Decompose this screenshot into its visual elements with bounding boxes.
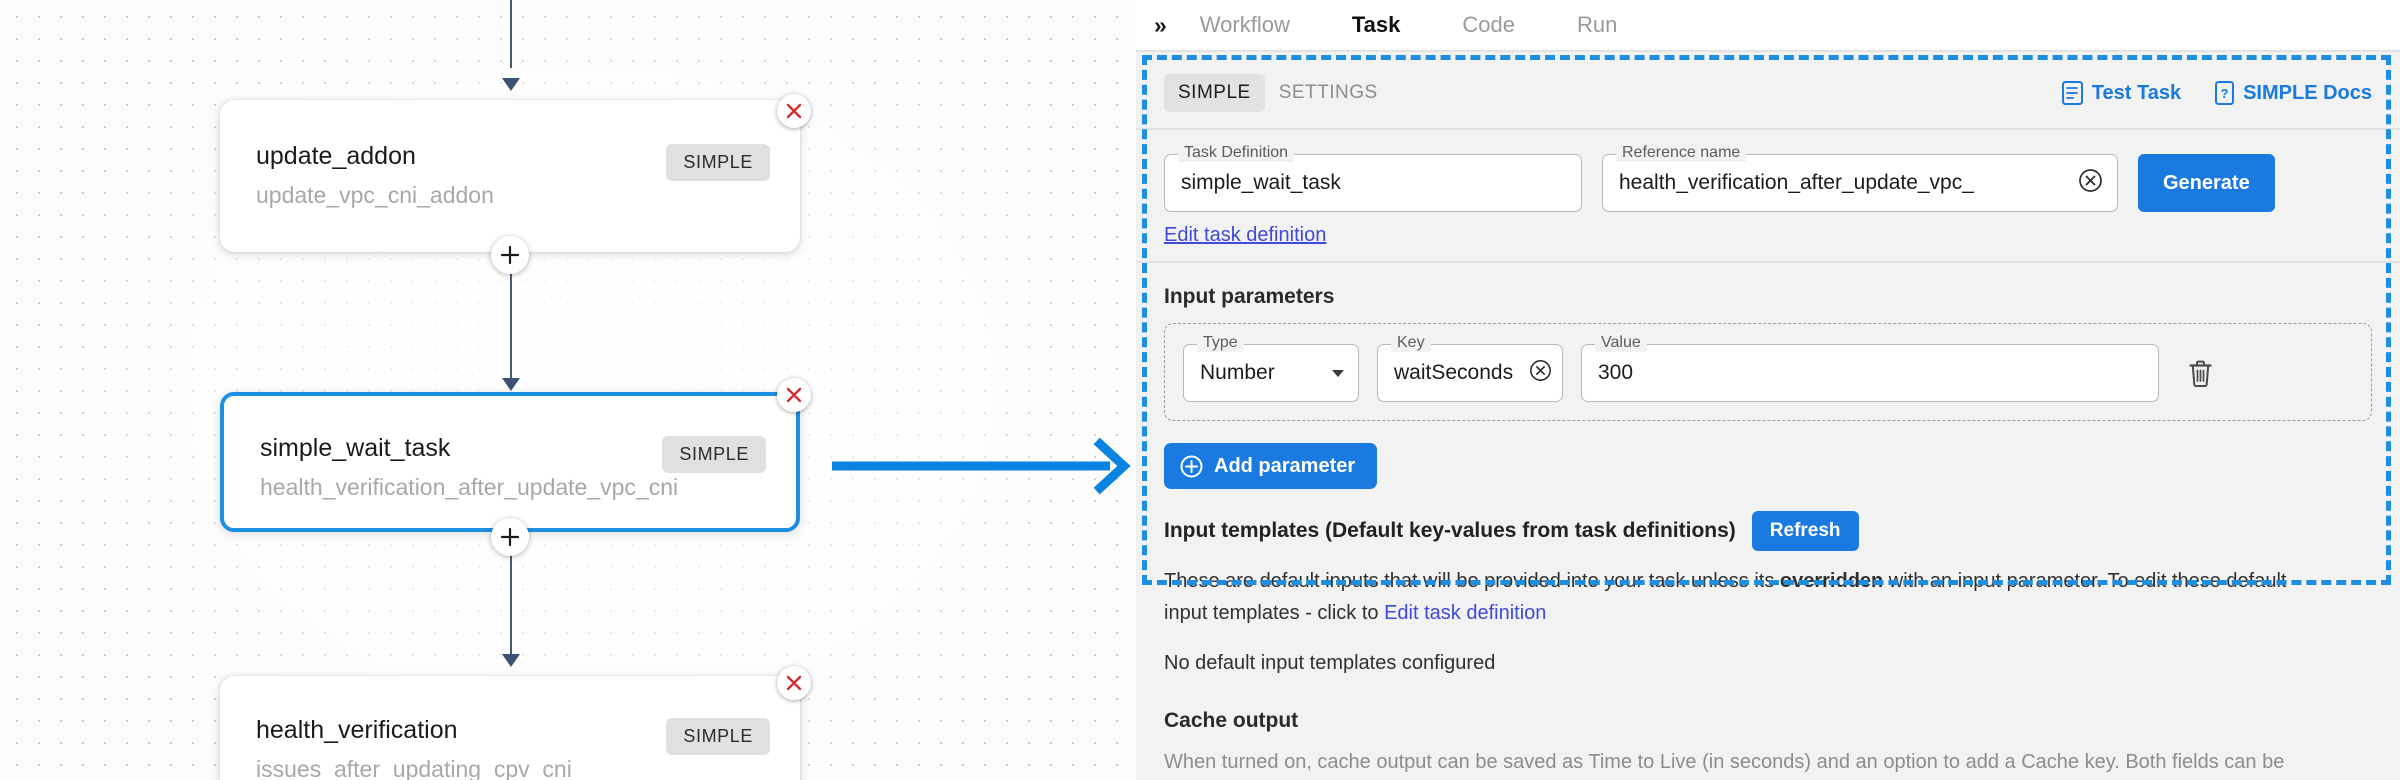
workflow-node-update-addon[interactable]: update_addon update_vpc_cni_addon SIMPLE [220, 100, 800, 252]
close-icon [786, 675, 802, 691]
node-subtitle: issues_after_updating_cpv_cni [256, 755, 572, 780]
task-identity-row: Task Definition simple_wait_task Referen… [1136, 130, 2400, 212]
add-parameter-label: Add parameter [1214, 454, 1356, 477]
connector-line-top [510, 0, 512, 68]
delete-node-button[interactable] [777, 378, 811, 412]
subtab-simple[interactable]: SIMPLE [1164, 74, 1265, 112]
plus-icon [500, 527, 520, 547]
task-definition-value: simple_wait_task [1181, 171, 1341, 194]
connector-line-2-3 [510, 534, 512, 656]
templates-desc-part-1: These are default inputs that will be pr… [1164, 570, 1780, 592]
connector-arrow-top [502, 78, 520, 91]
test-task-label: Test Task [2091, 81, 2182, 104]
svg-text:?: ? [2221, 86, 2229, 101]
tab-workflow[interactable]: Workflow [1199, 12, 1290, 37]
clear-circle-icon [1530, 360, 1551, 381]
parameter-key-field[interactable]: Key waitSeconds [1377, 334, 1563, 402]
reference-name-value: health_verification_after_update_vpc_ [1619, 171, 1974, 194]
panel-scrollbar[interactable] [2390, 104, 2400, 780]
workflow-node-simple-wait-task[interactable]: simple_wait_task health_verification_aft… [220, 392, 800, 532]
task-header-actions: Test Task ? SIMPLE Docs [2028, 81, 2400, 105]
workflow-canvas[interactable]: update_addon update_vpc_cni_addon SIMPLE… [0, 0, 1136, 780]
node-type-badge: SIMPLE [666, 718, 770, 755]
node-title: health_verification [256, 716, 458, 744]
clear-circle-icon [2079, 169, 2102, 192]
input-templates-title: Input templates (Default key-values from… [1164, 519, 1736, 542]
tab-run[interactable]: Run [1576, 12, 1618, 37]
parameter-key-label: Key [1391, 334, 1431, 352]
cache-output-description: When turned on, cache output can be save… [1164, 750, 2285, 773]
test-task-button[interactable]: Test Task [2061, 81, 2182, 105]
connector-line-1-2 [510, 252, 512, 380]
refresh-templates-button[interactable]: Refresh [1751, 511, 1859, 551]
parameter-type-value: Number [1200, 361, 1275, 384]
connector-arrow-1-2 [502, 378, 520, 391]
clear-reference-name-button[interactable] [2078, 168, 2103, 198]
docs-help-icon: ? [2215, 81, 2235, 105]
edit-task-definition-link[interactable]: Edit task definition [1164, 224, 1327, 246]
clear-parameter-key-button[interactable] [1529, 359, 1552, 387]
templates-desc-part-2: with an input parameter. To edit these d… [1164, 570, 2287, 625]
connector-arrow-2-3 [502, 654, 520, 667]
input-templates-description: These are default inputs that will be pr… [1136, 551, 2351, 630]
templates-desc-bold: overridden [1779, 570, 1884, 592]
add-parameter-button[interactable]: Add parameter [1164, 443, 1378, 489]
collapse-panel-icon[interactable]: » [1154, 11, 1167, 38]
simple-docs-button[interactable]: ? SIMPLE Docs [2215, 81, 2372, 105]
subtab-settings[interactable]: SETTINGS [1278, 82, 1378, 103]
node-type-badge: SIMPLE [662, 436, 766, 473]
input-parameter-row: Type Number Key waitSeconds Value [1164, 323, 2372, 421]
add-node-button-2[interactable] [491, 518, 529, 556]
parameter-type-label: Type [1197, 334, 1244, 352]
pointer-arrow-icon [832, 437, 1131, 495]
input-templates-row: Input templates (Default key-values from… [1136, 489, 2400, 551]
plus-circle-icon [1180, 455, 1203, 477]
trash-icon [2189, 360, 2212, 387]
reference-name-field[interactable]: Reference name health_verification_after… [1602, 144, 2118, 212]
node-subtitle: update_vpc_cni_addon [256, 181, 494, 208]
plus-icon [500, 245, 520, 265]
node-type-badge: SIMPLE [666, 144, 770, 181]
task-subtabs: SIMPLE SETTINGS Test Task ? [1136, 52, 2400, 112]
parameter-type-select[interactable]: Type Number [1183, 334, 1359, 402]
task-definition-field[interactable]: Task Definition simple_wait_task [1164, 144, 1582, 212]
node-title: update_addon [256, 142, 416, 170]
parameter-value-value: 300 [1598, 361, 1634, 384]
simple-docs-label: SIMPLE Docs [2243, 81, 2372, 104]
divider [1136, 261, 2400, 263]
node-subtitle: health_verification_after_update_vpc_cni [260, 473, 679, 500]
close-icon [786, 387, 802, 403]
cache-output-heading: Cache output [1164, 708, 1299, 732]
generate-button[interactable]: Generate [2138, 154, 2275, 212]
delete-parameter-button[interactable] [2187, 359, 2214, 388]
test-task-icon [2061, 81, 2083, 105]
tab-task[interactable]: Task [1343, 8, 1408, 55]
delete-node-button[interactable] [777, 666, 811, 700]
input-templates-empty-state: No default input templates configured [1164, 651, 1496, 674]
add-node-button-1[interactable] [491, 236, 529, 274]
input-parameters-heading: Input parameters [1164, 285, 1335, 308]
close-icon [786, 103, 802, 119]
panel-tabs: » Workflow Task Code Run [1136, 0, 2400, 55]
chevron-down-icon [1332, 369, 1344, 377]
reference-name-label: Reference name [1616, 144, 1747, 162]
task-definition-label: Task Definition [1178, 144, 1295, 162]
divider [1136, 128, 2400, 130]
parameter-value-field[interactable]: Value 300 [1581, 334, 2159, 402]
tab-code[interactable]: Code [1462, 12, 1515, 37]
workflow-node-health-verification[interactable]: health_verification issues_after_updatin… [220, 676, 800, 780]
parameter-key-value: waitSeconds [1394, 361, 1514, 384]
delete-node-button[interactable] [777, 94, 811, 128]
task-panel: » Workflow Task Code Run SIMPLE SETTINGS [1136, 0, 2400, 780]
task-panel-body: SIMPLE SETTINGS Test Task ? [1136, 52, 2400, 780]
parameter-value-label: Value [1595, 334, 1647, 352]
templates-edit-task-definition-link[interactable]: Edit task definition [1384, 602, 1547, 625]
node-title: simple_wait_task [260, 434, 451, 462]
